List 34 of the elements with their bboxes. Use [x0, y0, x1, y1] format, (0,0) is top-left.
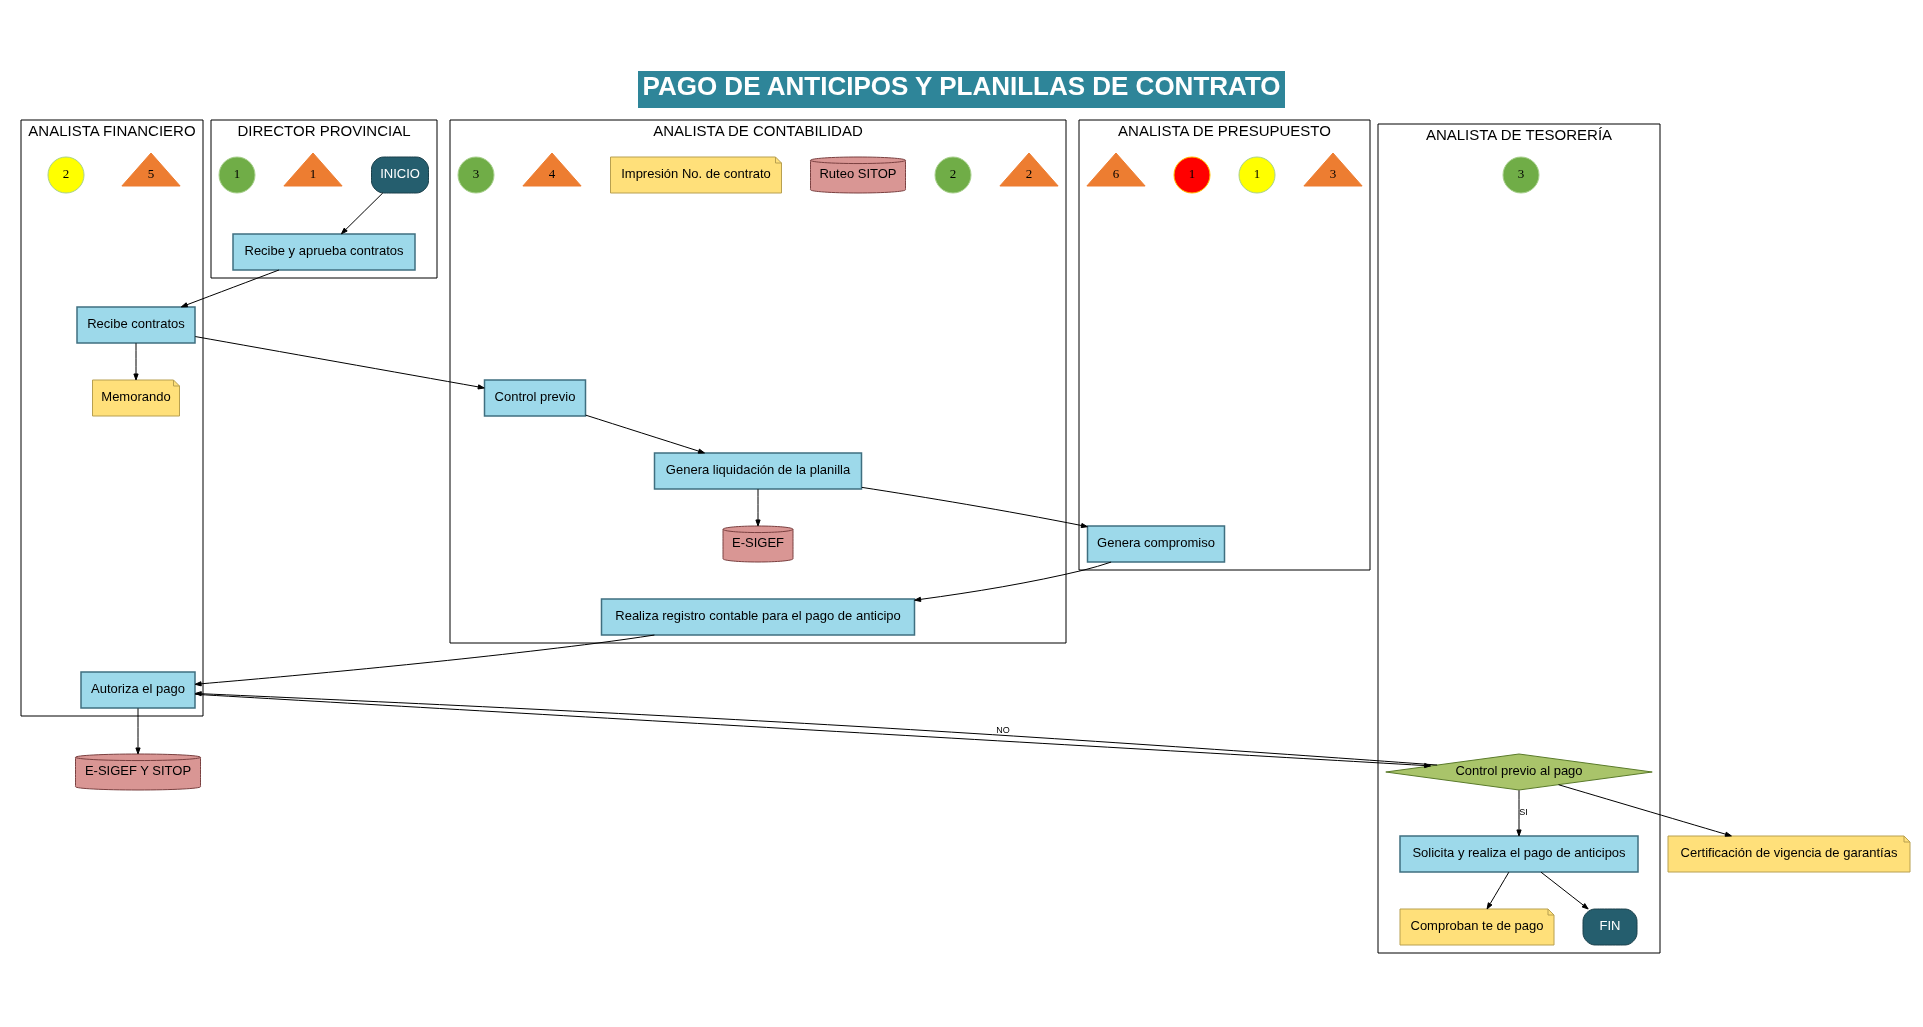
node-box: Genera liquidación de la planilla — [653, 451, 863, 490]
edge-label: SI — [1519, 806, 1528, 817]
diagram-title: PAGO DE ANTICIPOS Y PLANILLAS DE CONTRATO — [642, 70, 1281, 101]
node-circle: 3 — [1502, 156, 1540, 193]
node-box: FIN — [1582, 908, 1638, 945]
arrow — [135, 707, 141, 754]
node-circle: 2 — [934, 156, 972, 193]
arrow — [1486, 871, 1510, 909]
node-box: Recibe y aprueba contratos — [232, 232, 416, 271]
arrow — [1540, 871, 1589, 909]
arrow — [861, 486, 1088, 528]
node-circle: 3 — [457, 156, 495, 193]
node-circle: 2 — [47, 156, 85, 193]
arrow — [585, 414, 705, 454]
arrow — [1516, 789, 1522, 836]
node-box: Recibe contratos — [76, 305, 196, 344]
edge-label: NO — [996, 724, 1010, 735]
node-box: Autoriza el pago — [80, 670, 196, 709]
arrow — [194, 335, 485, 389]
node-box: Control previo — [483, 378, 587, 417]
arrow — [1558, 783, 1732, 837]
arrow — [755, 488, 761, 526]
node-circle: 1 — [218, 156, 256, 193]
arrow — [340, 192, 384, 234]
arrow — [914, 561, 1112, 602]
node-box: INICIO — [371, 156, 429, 193]
node-circle: 1 — [1238, 156, 1276, 193]
node-diamond: Control previo al pago — [1385, 753, 1653, 790]
arrow — [180, 269, 280, 307]
node-circle: 1 — [1173, 156, 1211, 193]
arrow — [133, 342, 139, 380]
node-box: Genera compromiso — [1086, 524, 1226, 563]
node-box: Solicita y realiza el pago de anticipos — [1399, 834, 1639, 873]
node-box: Realiza registro contable para el pago de anticipo — [600, 597, 916, 636]
